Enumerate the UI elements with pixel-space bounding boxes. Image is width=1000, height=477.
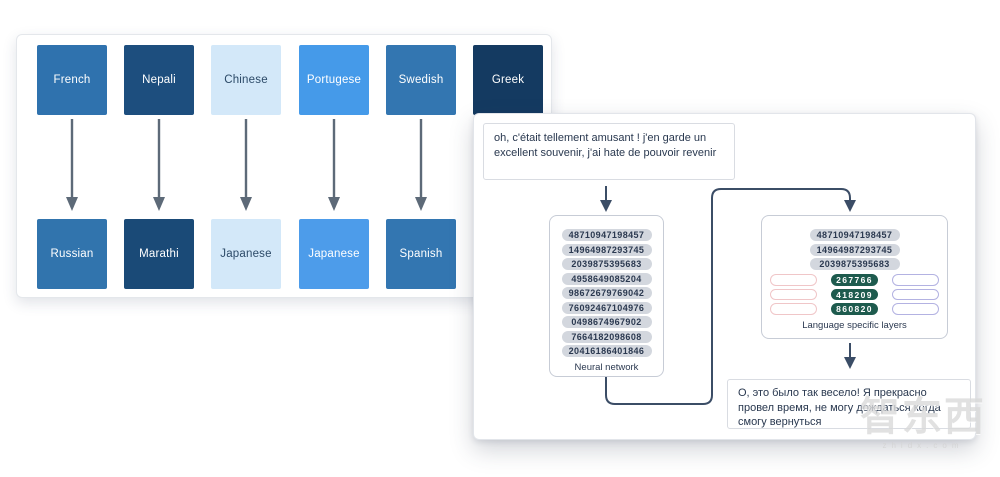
language-pairs-panel: French Russian Nepali Marathi Chinese Ja…	[16, 34, 552, 298]
down-arrow-icon	[415, 119, 427, 211]
input-text-bubble: oh, c'était tellement amusant ! j'en gar…	[483, 123, 735, 180]
inactive-layer-slot	[770, 274, 817, 286]
layer-row: 418209	[762, 288, 947, 300]
code-pill: 98672679769042	[561, 287, 652, 299]
code-pill: 14964987293745	[809, 243, 900, 256]
target-language-box: Russian	[37, 219, 107, 289]
code-pill: 2039875395683	[561, 258, 652, 270]
pair-column-greek: Greek	[473, 45, 543, 289]
active-layer-slot: 418209	[831, 288, 878, 300]
inactive-layer-slot	[770, 303, 817, 315]
source-language-box: Nepali	[124, 45, 194, 115]
source-language-box: Portugese	[299, 45, 369, 115]
target-language-box: Japanese	[299, 219, 369, 289]
layer-row: 860820	[762, 303, 947, 315]
down-arrow-icon	[153, 119, 165, 211]
language-layers-label: Language specific layers	[802, 319, 907, 331]
code-pill: 14964987293745	[561, 243, 652, 256]
code-pill: 0498674967902	[561, 316, 652, 328]
code-pill: 2039875395683	[809, 258, 900, 270]
target-language-box: Japanese	[211, 219, 281, 289]
pair-column-swedish-spanish: Swedish Spanish	[386, 45, 456, 289]
watermark-logo: 智东西	[860, 395, 986, 439]
active-layer-slot: 860820	[831, 303, 878, 315]
source-language-box: Greek	[473, 45, 543, 115]
target-language-box: Marathi	[124, 219, 194, 289]
pair-column-portugese-japanese: Portugese Japanese	[299, 45, 369, 289]
output-text-bubble: О, это было так весело! Я прекрасно пров…	[727, 379, 971, 429]
down-arrow-icon	[66, 119, 78, 211]
active-layer-slot: 267766	[831, 274, 878, 286]
inactive-layer-slot	[892, 288, 939, 300]
code-pill: 48710947198457	[809, 229, 900, 241]
code-pill: 20416186401846	[561, 345, 652, 357]
inactive-layer-slot	[892, 303, 939, 315]
source-language-box: French	[37, 45, 107, 115]
pair-column-nepali-marathi: Nepali Marathi	[124, 45, 194, 289]
code-pill: 76092467104976	[561, 301, 652, 314]
source-language-box: Swedish	[386, 45, 456, 115]
code-pill: 48710947198457	[561, 229, 652, 241]
source-language-box: Chinese	[211, 45, 281, 115]
down-arrow-icon	[240, 119, 252, 211]
pair-column-chinese-japanese: Chinese Japanese	[211, 45, 281, 289]
code-pill: 4958649085204	[561, 272, 652, 285]
layer-slot-grid: 267766 418209 860820	[762, 274, 947, 315]
language-layers-box: 48710947198457 14964987293745 2039875395…	[761, 215, 948, 339]
layer-row: 267766	[762, 274, 947, 286]
watermark: 智东西 zhidx.com	[848, 394, 998, 450]
inactive-layer-slot	[892, 274, 939, 286]
inactive-layer-slot	[770, 288, 817, 300]
translation-flow-panel: oh, c'était tellement amusant ! j'en gar…	[473, 113, 976, 440]
code-pill: 7664182098608	[561, 330, 652, 343]
watermark-site: zhidx.com	[882, 441, 964, 450]
pair-column-french-russian: French Russian	[37, 45, 107, 289]
target-language-box: Spanish	[386, 219, 456, 289]
neural-network-box: 48710947198457 14964987293745 2039875395…	[549, 215, 664, 377]
neural-network-label: Neural network	[574, 362, 639, 373]
down-arrow-icon	[328, 119, 340, 211]
